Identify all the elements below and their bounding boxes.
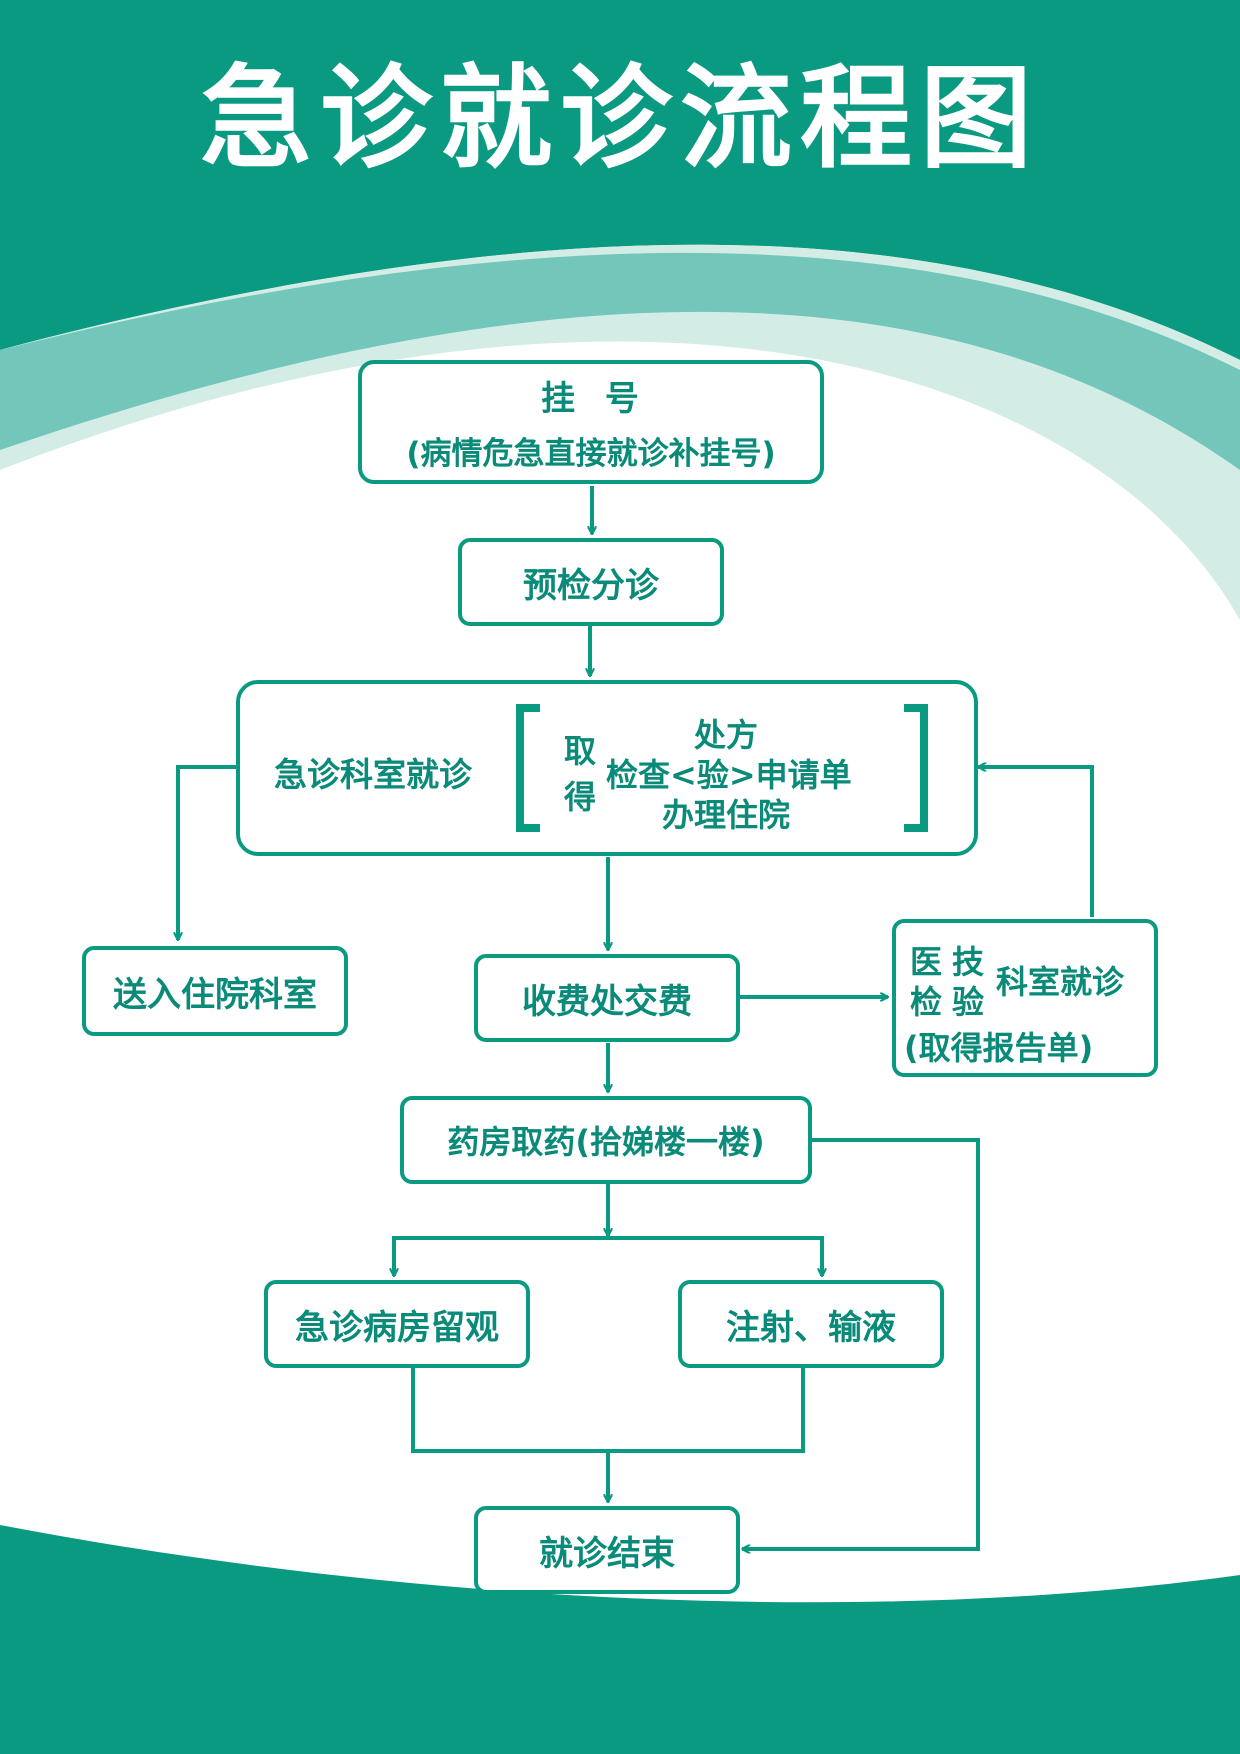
medtech-char-3: 检 <box>910 983 943 1021</box>
node-triage: 预检分诊 <box>458 538 724 626</box>
registration-note: (病情危急直接就诊补挂号) <box>406 436 776 472</box>
prescription-item: 处方 <box>693 716 758 754</box>
node-pharmacy: 药房取药(拾娣楼一楼) <box>400 1096 812 1184</box>
right-bracket <box>904 704 928 832</box>
arrow-medtech-emergency <box>978 767 1094 917</box>
left-bracket <box>516 704 540 832</box>
node-registration: 挂 号 (病情危急直接就诊补挂号) <box>358 360 824 484</box>
merge-line <box>411 1367 805 1453</box>
obtain-char-1: 取 <box>564 732 597 770</box>
node-emergency-dept: 急诊科室就诊 取 得 处方 检查<验>申请单 办理住院 <box>236 680 978 856</box>
emergency-dept-label: 急诊科室就诊 <box>274 755 472 794</box>
node-end: 就诊结束 <box>474 1506 740 1594</box>
medtech-char-2: 技 <box>952 943 985 981</box>
node-inpatient: 送入住院科室 <box>82 946 348 1036</box>
medtech-dept-label: 科室就诊 <box>996 963 1125 1001</box>
medtech-char-1: 医 <box>910 943 943 981</box>
node-payment: 收费处交费 <box>474 954 740 1042</box>
medtech-report-note: (取得报告单) <box>904 1029 1094 1067</box>
page-title: 急诊就诊流程图 <box>200 53 1040 184</box>
arrow-pharmacy-end <box>742 1138 980 1549</box>
registration-title: 挂 号 <box>541 379 641 419</box>
obtain-char-2: 得 <box>564 778 597 816</box>
admission-item: 办理住院 <box>661 796 790 834</box>
branch-line <box>392 1236 824 1240</box>
medtech-char-4: 验 <box>952 983 985 1021</box>
node-injection: 注射、输液 <box>678 1280 944 1368</box>
node-observation: 急诊病房留观 <box>264 1280 530 1368</box>
node-medtech: 医 技 检 验 科室就诊 (取得报告单) <box>892 919 1158 1077</box>
arrow-emergency-inpatient <box>178 765 236 940</box>
test-request-item: 检查<验>申请单 <box>606 756 852 794</box>
